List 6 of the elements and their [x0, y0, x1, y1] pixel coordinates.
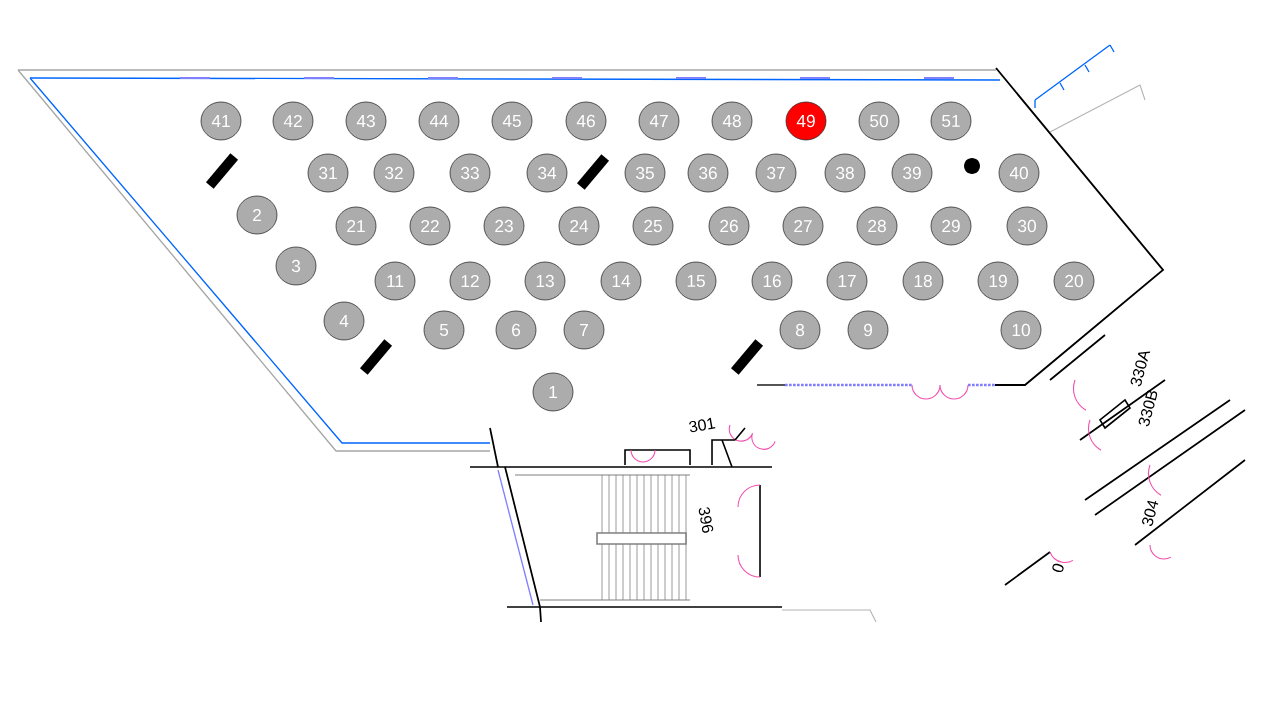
room-number: 304: [1142, 500, 1159, 527]
room-number: 330B: [1138, 390, 1158, 427]
room-number: 301: [689, 417, 716, 433]
room-number: 330A: [1130, 351, 1151, 387]
room-number: 0: [1052, 563, 1064, 573]
room-number: 396: [698, 507, 714, 533]
